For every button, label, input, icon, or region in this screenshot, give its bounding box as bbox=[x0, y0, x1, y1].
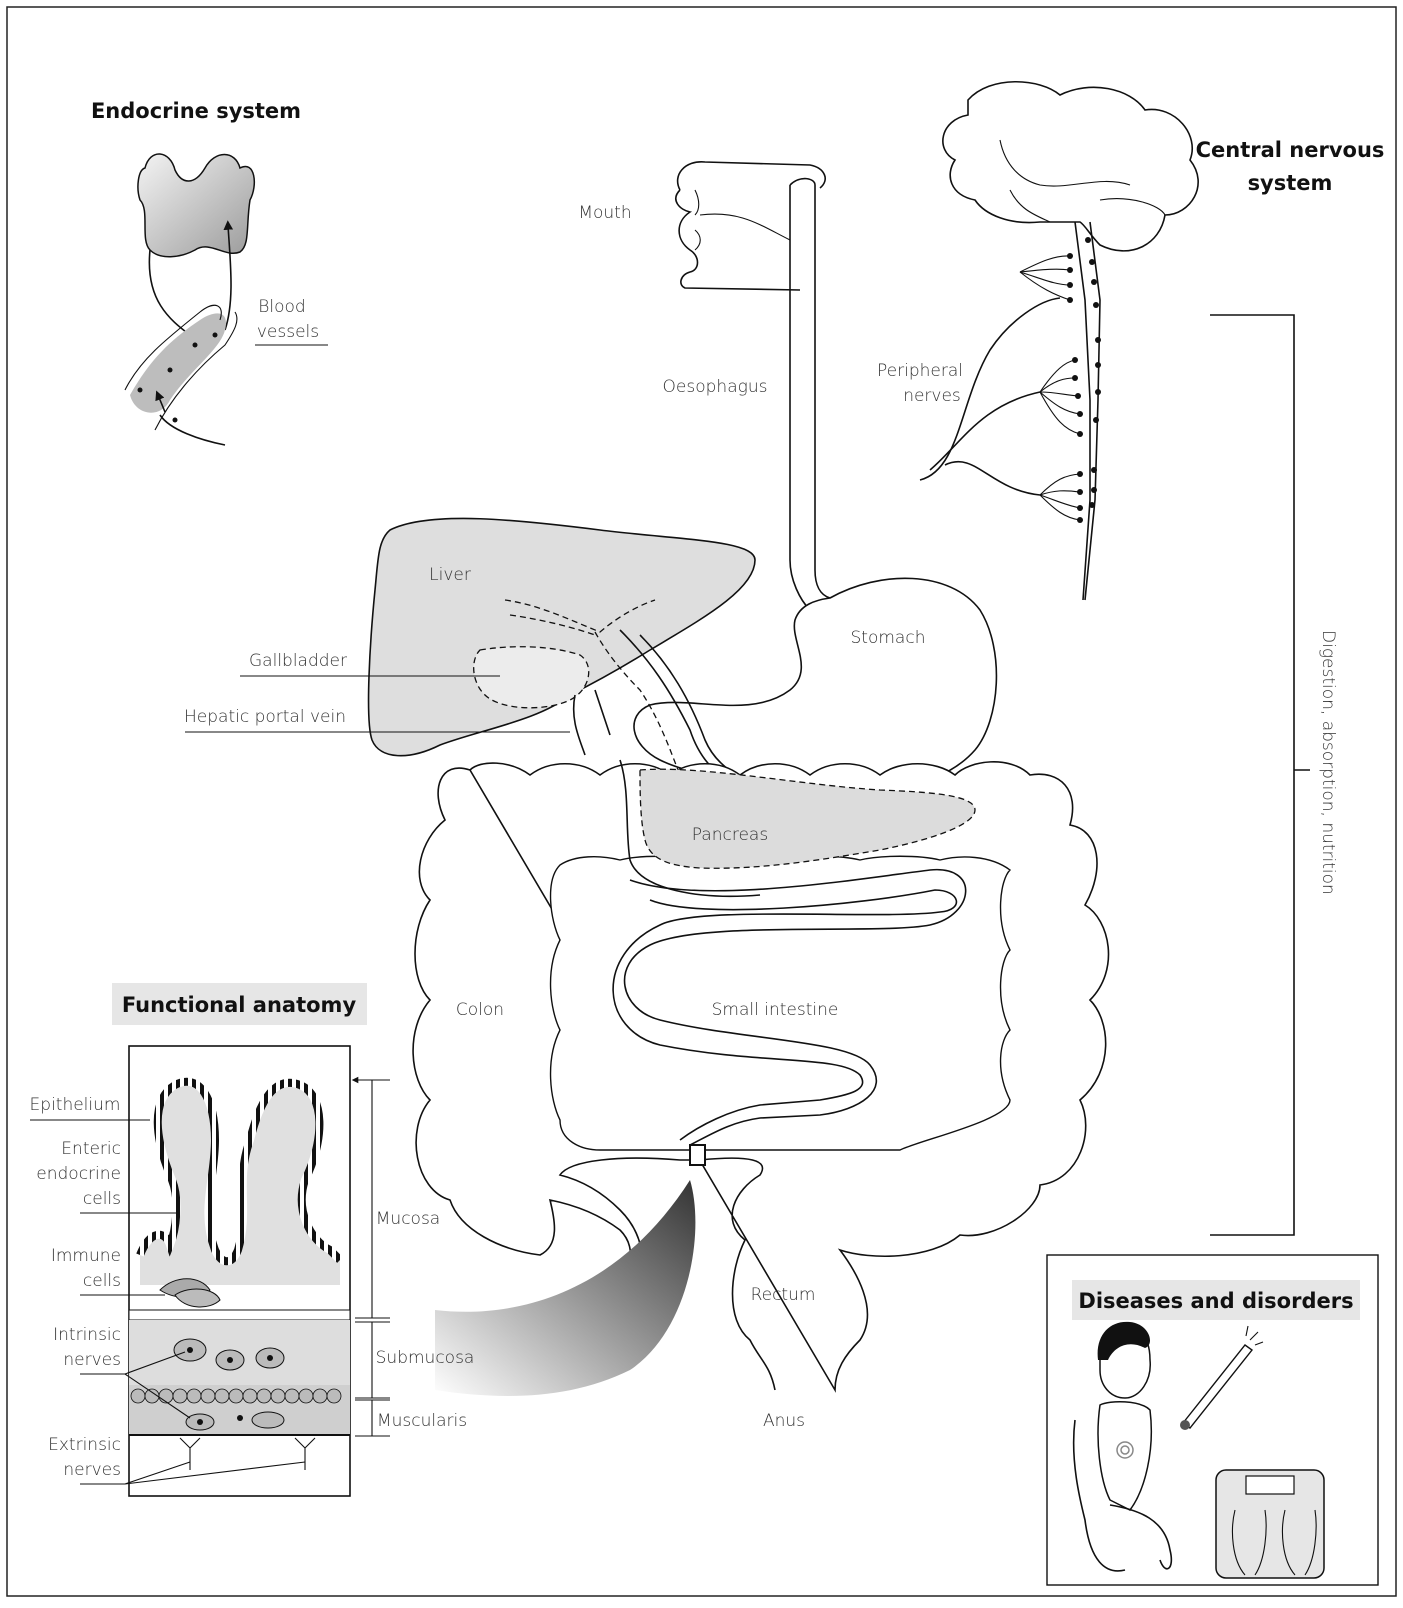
peripheral-nerve-fibres bbox=[1020, 256, 1080, 520]
peripheral-nerves-label-2: nerves bbox=[903, 386, 961, 406]
blood-cell bbox=[168, 368, 173, 373]
pharynx bbox=[790, 179, 815, 185]
portal-vein bbox=[574, 690, 610, 755]
oesophagus-tube bbox=[790, 185, 830, 610]
peripheral-nerve-trunk bbox=[945, 462, 1040, 495]
blood-vessels-label-2: vessels bbox=[257, 322, 319, 342]
extrinsic-label-1: Extrinsic bbox=[48, 1435, 121, 1455]
nerve-nucleus bbox=[227, 1357, 233, 1363]
cns-panel: Central nervous system Peripheral nerves bbox=[877, 82, 1384, 600]
digestion-bracket: Digestion, absorption, nutrition bbox=[1210, 315, 1338, 1235]
rectum-label: Rectum bbox=[751, 1285, 816, 1305]
spinal-cord bbox=[1075, 222, 1100, 600]
enteric-label-2: endocrine bbox=[36, 1164, 121, 1184]
tongue bbox=[700, 214, 790, 240]
submucosa-label: Submucosa bbox=[376, 1348, 475, 1368]
thermometer-bulb bbox=[1180, 1420, 1190, 1430]
blood-vessel-fill bbox=[130, 313, 226, 412]
blood-cell bbox=[193, 343, 198, 348]
palate-outline bbox=[678, 162, 826, 190]
intrinsic-label-2: nerves bbox=[63, 1350, 121, 1370]
intrinsic-label-1: Intrinsic bbox=[53, 1325, 121, 1345]
immune-label-2: cells bbox=[83, 1271, 121, 1291]
cns-heading-1: Central nervous bbox=[1196, 138, 1385, 162]
nerve-nucleus bbox=[187, 1347, 193, 1353]
digestion-label: Digestion, absorption, nutrition bbox=[1318, 630, 1338, 895]
diseases-heading: Diseases and disorders bbox=[1078, 1289, 1353, 1313]
endocrine-heading: Endocrine system bbox=[91, 99, 301, 123]
nerve-nucleus bbox=[237, 1415, 243, 1421]
peripheral-nerves-label-1: Peripheral bbox=[877, 361, 963, 381]
blood-cell bbox=[213, 333, 218, 338]
brain-icon bbox=[943, 82, 1198, 251]
immune-label-1: Immune bbox=[51, 1246, 121, 1266]
vessel-tail-line bbox=[160, 415, 225, 445]
mucosa-bracket bbox=[355, 1080, 390, 1318]
jaw-outline bbox=[676, 190, 800, 290]
endocrine-panel: Endocrine system Blood vessels bbox=[91, 99, 328, 445]
functional-heading: Functional anatomy bbox=[122, 993, 357, 1017]
hormone-arrow-in bbox=[149, 250, 190, 335]
oesophagus-label: Oesophagus bbox=[663, 377, 768, 397]
muscularis-label: Muscularis bbox=[377, 1411, 467, 1431]
cns-heading-2: system bbox=[1248, 171, 1333, 195]
extrinsic-label-2: nerves bbox=[63, 1460, 121, 1480]
diseases-panel: Diseases and disorders bbox=[1047, 1255, 1378, 1585]
bracket-line bbox=[1210, 315, 1310, 1235]
thyroid-gland-icon bbox=[138, 154, 254, 257]
mucosa-label: Mucosa bbox=[376, 1209, 440, 1229]
extrinsic-nerve-cell bbox=[252, 1412, 284, 1428]
enteric-label-1: Enteric bbox=[61, 1139, 121, 1159]
liver-label: Liver bbox=[429, 565, 471, 585]
functional-anatomy-panel: Functional anatomy Epithelium Enteric en… bbox=[30, 983, 475, 1496]
epithelium-label: Epithelium bbox=[30, 1095, 121, 1115]
pancreas-label: Pancreas bbox=[692, 825, 768, 845]
blood-cell bbox=[173, 418, 178, 423]
gallbladder-label: Gallbladder bbox=[249, 651, 347, 671]
stomach-label: Stomach bbox=[851, 628, 926, 648]
nerve-nucleus bbox=[197, 1419, 203, 1425]
colon-label: Colon bbox=[456, 1000, 504, 1020]
scales-icon bbox=[1216, 1470, 1324, 1578]
small-intestine-label: Small intestine bbox=[712, 1000, 839, 1020]
mucosa-base-band bbox=[129, 1310, 350, 1320]
enteric-label-3: cells bbox=[83, 1189, 121, 1209]
mouth-label: Mouth bbox=[578, 203, 631, 223]
muscle-fibres bbox=[131, 1389, 341, 1403]
nerve-nucleus bbox=[267, 1355, 273, 1361]
hepatic-portal-vein-label: Hepatic portal vein bbox=[184, 707, 346, 727]
blood-vessels-label-1: Blood bbox=[258, 297, 305, 317]
anus-label: Anus bbox=[763, 1411, 805, 1431]
lips bbox=[695, 190, 700, 250]
blood-cell bbox=[138, 388, 143, 393]
scales-display bbox=[1246, 1476, 1294, 1494]
sample-box bbox=[690, 1145, 705, 1165]
